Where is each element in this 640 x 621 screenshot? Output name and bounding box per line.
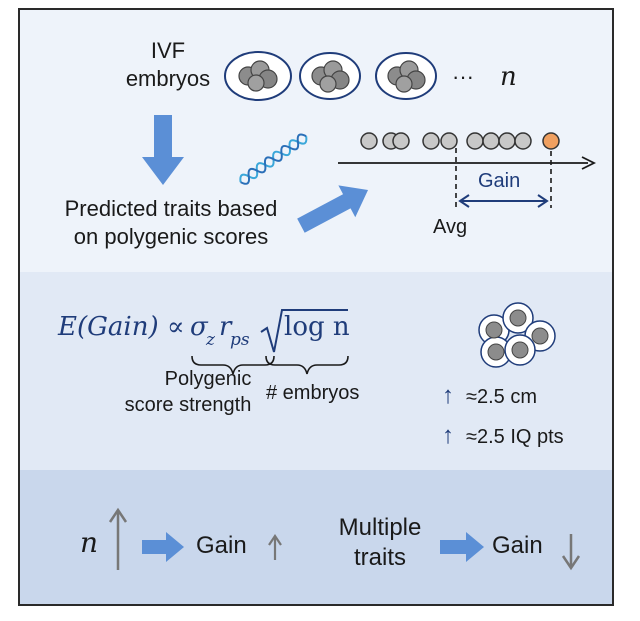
up-arrow-icon: ↑ bbox=[442, 382, 454, 409]
panel2-graphics bbox=[191, 302, 556, 375]
predicted-traits-line2: on polygenic scores bbox=[73, 224, 269, 249]
avg-label: Avg bbox=[433, 216, 468, 238]
n-symbol: n bbox=[500, 62, 517, 92]
n-symbol: n bbox=[80, 526, 99, 559]
score-dot bbox=[514, 132, 532, 150]
figure-frame: IVF embryos bbox=[18, 8, 614, 606]
tradeoffs-panel: n Gain Multiple traits Gain bbox=[20, 470, 612, 604]
formula-r-subscript: ps bbox=[230, 330, 250, 350]
embryo-selection-panel: IVF embryos bbox=[20, 10, 612, 273]
n-up-arrow-icon bbox=[108, 507, 128, 570]
down-arrow-icon bbox=[142, 115, 184, 185]
predicted-traits-line1: Predicted traits based bbox=[64, 196, 278, 221]
embryo-icon-3 bbox=[375, 52, 437, 100]
embryo-icon-2 bbox=[299, 52, 361, 100]
score-dot bbox=[440, 132, 458, 150]
embryo-icon-1 bbox=[224, 51, 292, 101]
formula-sqrt-argument: log n bbox=[284, 312, 350, 342]
ivf-label-line2: embryos bbox=[125, 66, 211, 91]
selected-embryo-dot bbox=[542, 132, 560, 150]
score-dot bbox=[360, 132, 378, 150]
gain-left-label: Gain bbox=[196, 532, 247, 559]
right-arrow-icon bbox=[142, 532, 184, 562]
gain-down-arrow-icon bbox=[561, 534, 581, 571]
ellipsis-text: ··· bbox=[452, 64, 474, 89]
up-arrow-icon: ↑ bbox=[442, 422, 454, 449]
embryo-cluster-icon bbox=[478, 302, 556, 368]
gain-right-label: Gain bbox=[492, 532, 543, 559]
score-dot bbox=[482, 132, 500, 150]
right-brace-icon bbox=[265, 355, 349, 375]
embryos-count-label: # embryos bbox=[266, 382, 360, 404]
right-arrow-icon bbox=[440, 532, 484, 562]
multiple-traits-line2: traits bbox=[353, 544, 406, 571]
ivf-label-line1: IVF bbox=[150, 38, 186, 63]
formula-sigma: σ bbox=[190, 312, 208, 342]
axis-arrowhead-icon bbox=[581, 156, 597, 170]
left-brace-icon bbox=[191, 355, 275, 375]
formula-lhs: E(Gain) ∝ bbox=[58, 312, 185, 342]
gain-up-arrow-icon bbox=[268, 534, 282, 560]
embryo-score-dots bbox=[360, 132, 560, 150]
multiple-traits-line1: Multiple bbox=[338, 514, 422, 541]
iq-gain-value: ≈2.5 IQ pts bbox=[466, 426, 564, 448]
score-dot bbox=[422, 132, 440, 150]
expected-gain-panel: E(Gain) ∝ σ z r ps log n bbox=[20, 272, 612, 471]
dna-helix-icon bbox=[239, 133, 308, 185]
score-dot bbox=[498, 132, 516, 150]
diagonal-arrow-icon bbox=[297, 185, 369, 233]
score-dot bbox=[392, 132, 410, 150]
score-dot bbox=[466, 132, 484, 150]
polygenic-label-line2: score strength bbox=[124, 394, 252, 416]
height-gain-value: ≈2.5 cm bbox=[466, 386, 537, 408]
panel3-graphics bbox=[108, 507, 581, 571]
formula-r: r bbox=[219, 312, 232, 342]
gain-double-arrow-icon bbox=[458, 194, 549, 208]
panel1-graphics bbox=[142, 51, 597, 233]
polygenic-label-line1: Polygenic bbox=[164, 368, 252, 390]
gain-label: Gain bbox=[478, 170, 521, 192]
sqrt-sign-icon bbox=[260, 309, 348, 353]
formula-sigma-subscript: z bbox=[206, 330, 215, 350]
